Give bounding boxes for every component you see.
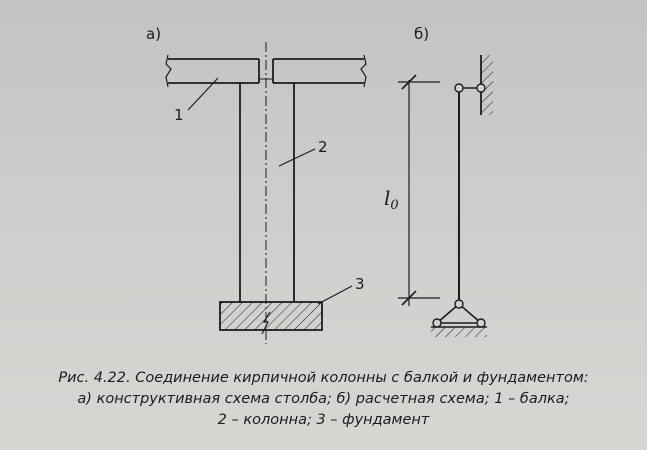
beam — [165, 54, 367, 88]
beam-leader — [187, 77, 219, 111]
bottom-support — [431, 299, 487, 337]
diagram-canvas: а) б) 1 2 3 — [146, 25, 493, 344]
column-leader — [278, 148, 316, 167]
top-support — [454, 55, 493, 115]
column — [239, 83, 295, 302]
dimension-l0 — [398, 74, 440, 306]
panel-a-label: а) — [146, 25, 161, 43]
foundation-leader — [317, 285, 353, 305]
foundation — [219, 301, 323, 335]
caption-line-3: 2 – колонна; 3 – фундамент — [217, 412, 430, 428]
effective-length-label: l0 — [384, 186, 399, 213]
foundation-number: 3 — [355, 275, 365, 293]
caption-line-2: а) конструктивная схема столба; б) расче… — [77, 391, 570, 407]
figure-caption: Рис. 4.22. Соединение кирпичной колонны … — [30, 368, 617, 431]
panel-b-label: б) — [414, 25, 429, 43]
caption-line-1: Рис. 4.22. Соединение кирпичной колонны … — [58, 370, 589, 386]
column-number: 2 — [318, 138, 328, 156]
beam-number: 1 — [174, 106, 184, 124]
